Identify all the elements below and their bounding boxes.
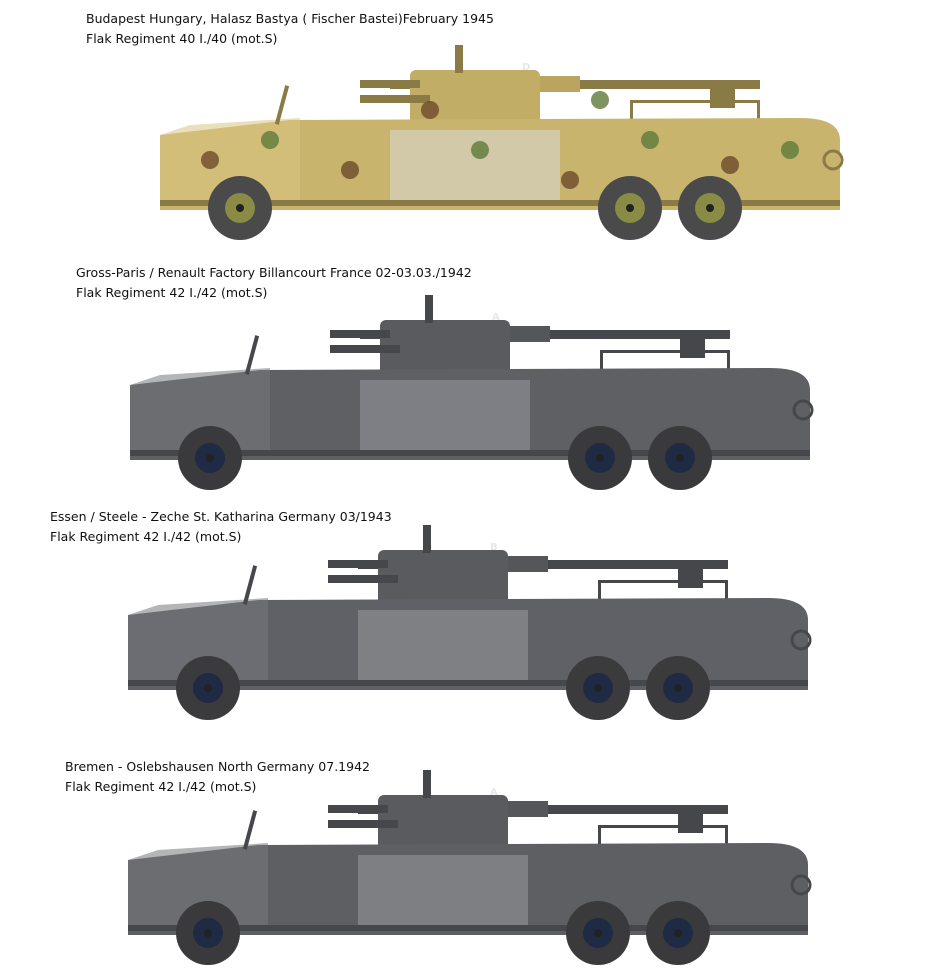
- svg-text:A: A: [490, 787, 498, 798]
- profile-4-flak-truck-illustration: A: [118, 765, 818, 965]
- svg-text:D: D: [522, 62, 530, 73]
- flak-truck-side-view: A: [128, 770, 812, 965]
- profile-2-flak-truck-illustration: A: [120, 290, 820, 490]
- flak-truck-side-view: B: [128, 525, 812, 720]
- profile-2-location: Gross-Paris / Renault Factory Billancour…: [76, 265, 472, 280]
- profile-3-caption: Essen / Steele - Zeche St. Katharina Ger…: [50, 507, 392, 547]
- profile-3-unit: Flak Regiment 42 I./42 (mot.S): [50, 529, 242, 544]
- profile-1-location: Budapest Hungary, Halasz Bastya ( Fische…: [86, 11, 494, 26]
- profile-2-unit: Flak Regiment 42 I./42 (mot.S): [76, 285, 268, 300]
- flak-truck-side-view: A: [130, 295, 814, 490]
- flak-truck-side-view: D: [160, 45, 844, 240]
- profile-1-unit: Flak Regiment 40 I./40 (mot.S): [86, 31, 278, 46]
- profile-4-caption: Bremen - Oslebshausen North Germany 07.1…: [65, 757, 370, 797]
- svg-text:A: A: [492, 312, 500, 323]
- profile-2-caption: Gross-Paris / Renault Factory Billancour…: [76, 263, 472, 303]
- profile-3-location: Essen / Steele - Zeche St. Katharina Ger…: [50, 509, 392, 524]
- profile-1-flak-truck-illustration: D: [150, 40, 850, 240]
- profile-1-caption: Budapest Hungary, Halasz Bastya ( Fische…: [86, 9, 494, 49]
- profile-4-location: Bremen - Oslebshausen North Germany 07.1…: [65, 759, 370, 774]
- profile-3-flak-truck-illustration: B: [118, 520, 818, 720]
- svg-text:B: B: [490, 542, 498, 553]
- profile-4-unit: Flak Regiment 42 I./42 (mot.S): [65, 779, 257, 794]
